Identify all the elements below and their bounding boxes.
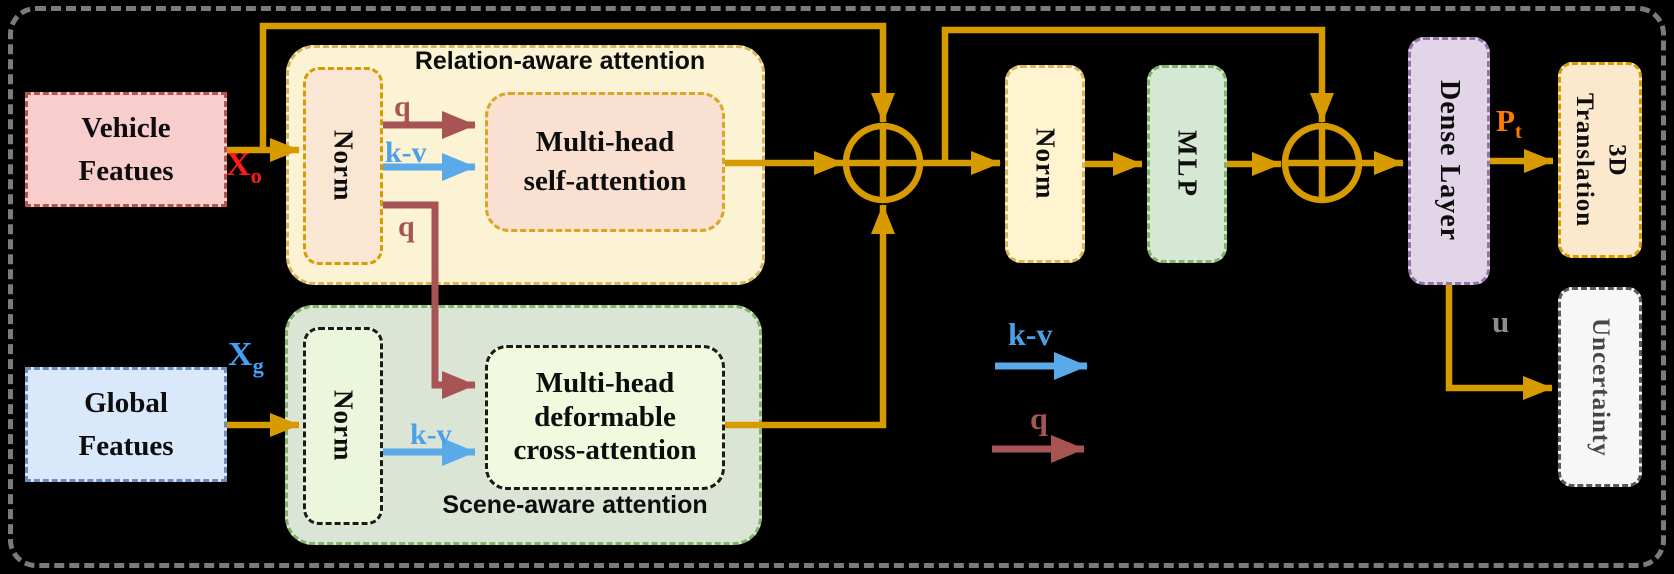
xo-input-label: Xo <box>226 146 262 188</box>
uncertainty-box: Uncertainty <box>1558 287 1642 487</box>
xg-input-label: Xg <box>228 336 264 378</box>
legend-kv-label: k-v <box>1008 316 1053 352</box>
global-features-box: Global Featues <box>25 367 227 482</box>
mlp-box: MLP <box>1147 65 1227 263</box>
wire-q-to-crossattn <box>383 201 476 399</box>
q-arrow-label: q <box>394 90 411 123</box>
u-output-label: u <box>1492 304 1510 339</box>
q-arrow-label: q <box>398 210 415 243</box>
kv-arrow-label: k-v <box>410 418 452 451</box>
legend-q-label: q <box>1030 400 1048 436</box>
wire-skip-xo-to-sum1 <box>259 22 895 150</box>
diagram-frame <box>8 6 1666 568</box>
sum-node-icon <box>1281 122 1363 204</box>
sum-node-icon <box>842 122 924 204</box>
dense-layer-box: Dense Layer <box>1408 37 1490 285</box>
vehicle-features-box: Vehicle Featues <box>25 92 227 207</box>
multihead-self-attention-box: Multi-head self-attention <box>485 92 725 232</box>
relation-attention-title: Relation-aware attention <box>414 47 706 75</box>
wire-skip-sum1-to-sum2 <box>941 26 1334 163</box>
norm-box: Norm <box>1005 65 1085 263</box>
kv-arrow-label: k-v <box>385 136 427 169</box>
pt-output-label: Pt <box>1496 103 1522 144</box>
scene-attention-title: Scene-aware attention <box>442 491 708 519</box>
relation-norm-box: Norm <box>303 67 383 265</box>
3d-translation-box: 3D Translation <box>1558 62 1642 258</box>
multihead-deformable-cross-attention-box: Multi-head deformable cross-attention <box>485 345 725 490</box>
wire-dense-to-uncertainty <box>1445 285 1553 400</box>
wire-crossattn-to-sum1 <box>723 204 895 429</box>
scene-norm-box: Norm <box>303 327 383 525</box>
